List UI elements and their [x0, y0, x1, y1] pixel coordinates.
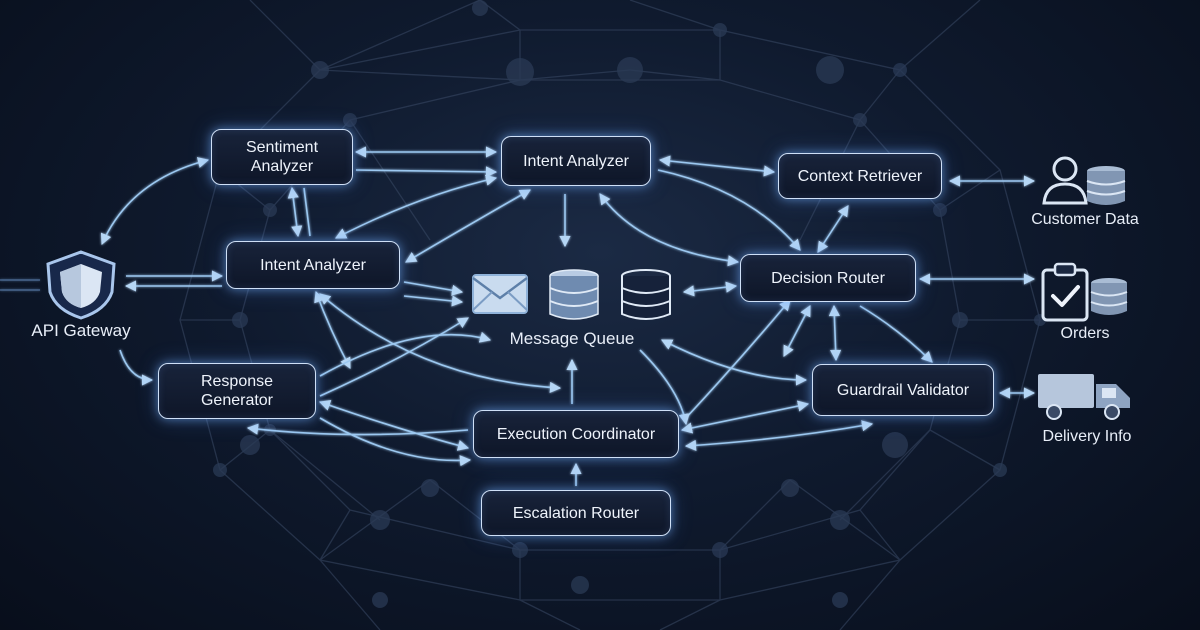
- database-icon: [1086, 166, 1126, 205]
- user-icon: [1042, 156, 1088, 205]
- intent-analyzer-left-label: Intent Analyzer: [260, 256, 366, 274]
- intent-analyzer-top-node[interactable]: Intent Analyzer: [501, 136, 651, 186]
- escalation-router-node[interactable]: Escalation Router: [481, 490, 671, 536]
- intent-analyzer-top-label: Intent Analyzer: [523, 152, 629, 170]
- database-icon: [549, 269, 599, 320]
- truck-icon: [1038, 374, 1130, 420]
- customer-data-label: Customer Data: [1031, 211, 1139, 228]
- response-generator-node[interactable]: Response Generator: [158, 363, 316, 419]
- clipboard-check-icon: [1041, 262, 1089, 322]
- execution-coordinator-node[interactable]: Execution Coordinator: [473, 410, 679, 458]
- shield-icon: [46, 250, 116, 320]
- envelope-icon: [472, 274, 528, 314]
- context-retriever-label: Context Retriever: [797, 167, 923, 185]
- guardrail-validator-node[interactable]: Guardrail Validator: [812, 364, 994, 416]
- guardrail-validator-label: Guardrail Validator: [836, 381, 970, 399]
- intent-analyzer-left-node[interactable]: Intent Analyzer: [226, 241, 400, 289]
- decision-router-node[interactable]: Decision Router: [740, 254, 916, 302]
- escalation-router-label: Escalation Router: [512, 504, 640, 522]
- sentiment-analyzer-node[interactable]: Sentiment Analyzer: [211, 129, 353, 185]
- response-generator-line2: Generator: [200, 392, 274, 409]
- decision-router-label: Decision Router: [771, 269, 885, 287]
- database-icon: [1090, 278, 1128, 315]
- sentiment-analyzer-line1: Sentiment: [245, 139, 319, 156]
- sentiment-analyzer-line2: Analyzer: [250, 158, 314, 175]
- execution-coordinator-label: Execution Coordinator: [496, 425, 656, 443]
- api-gateway-label: API Gateway: [31, 321, 131, 340]
- database-icon: [621, 269, 671, 320]
- message-queue-label: Message Queue: [509, 329, 635, 348]
- context-retriever-node[interactable]: Context Retriever: [778, 153, 942, 199]
- orders-label: Orders: [1060, 325, 1110, 342]
- response-generator-line1: Response: [200, 373, 274, 390]
- delivery-info-label: Delivery Info: [1042, 428, 1132, 445]
